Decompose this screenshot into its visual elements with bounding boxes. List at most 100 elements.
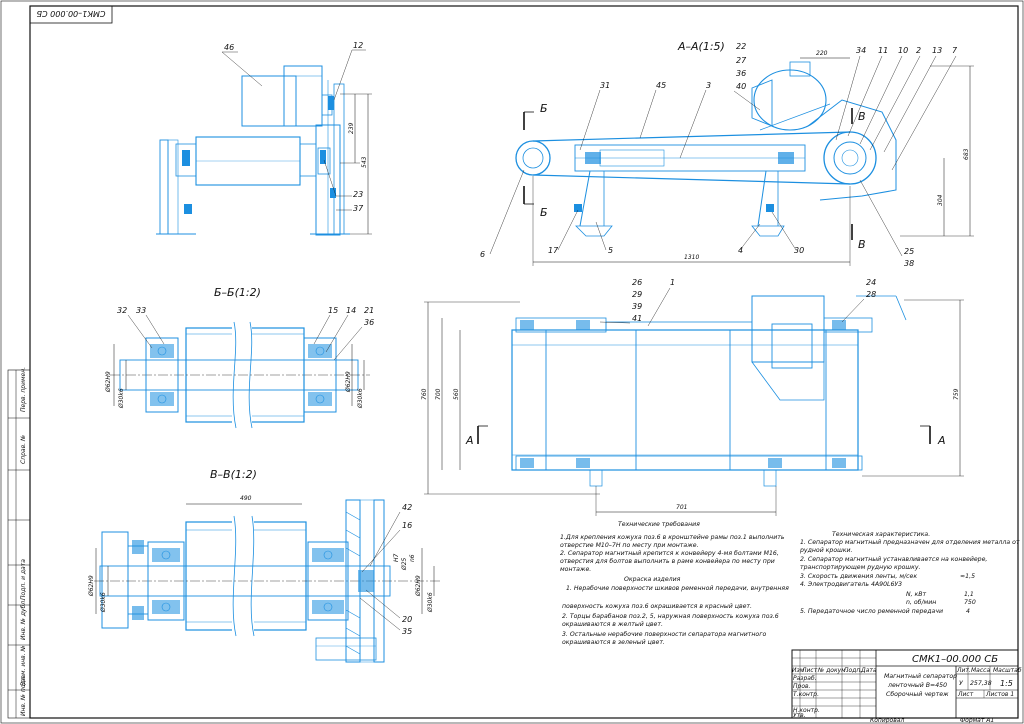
part-label: 46 [224, 43, 234, 52]
part-label: 28 [866, 290, 876, 299]
section-title: А–А(1:5) [677, 40, 725, 53]
part-label: 39 [632, 302, 642, 311]
part-label: 11 [878, 46, 888, 55]
paint-line: окрашиваются в зеленый цвет. [562, 639, 665, 646]
tech-req-line: отверстия для болтов выполнить в раме ко… [560, 557, 775, 565]
paint-title: Окраска изделия [624, 576, 681, 583]
section-title: Б–Б(1:2) [214, 286, 261, 299]
dim-label: 560 [453, 388, 460, 400]
plan-view: А А 760 700 560 759 701 26 29 39 41 1 24… [421, 278, 964, 516]
tech-specs: Техническая характеристика. 1. Сепаратор… [799, 531, 1020, 615]
motor-body [241, 75, 297, 127]
tech-spec-line: транспортирующем рудную крошку. [800, 564, 920, 571]
part-label: 7 [952, 46, 958, 55]
dim-label: 239 [348, 122, 355, 134]
part-label: 31 [600, 81, 610, 90]
section-title: В–В(1:2) [210, 468, 257, 481]
tech-spec-line: 1. Сепаратор магнитный предназначен для … [800, 539, 1020, 546]
tb-name: Магнитный сепаратор [884, 673, 957, 680]
part-label: 35 [402, 627, 412, 636]
tech-req-line: 1.Для крепления кожуха поз.6 в кронштейн… [560, 534, 785, 541]
part-label: 4 [738, 246, 743, 255]
dim-label: Ø62H9 [105, 371, 112, 393]
tech-spec-line: 5. Передаточное число ременной передачи [800, 608, 943, 615]
title-block: Изм Лист № докум. Подп. Дата Разраб. Про… [791, 649, 1022, 719]
paint-line: 2. Торцы барабанов поз.2, 5, наружная по… [562, 612, 779, 620]
margin-label: Перв. примен. [20, 367, 27, 412]
tb-sheet: Лист [957, 691, 974, 698]
part-label: 6 [480, 250, 485, 259]
margin-label: Справ. № [20, 435, 27, 464]
part-label: 15 [328, 306, 338, 315]
part-label: 3 [706, 81, 711, 90]
part-label: 22 [736, 42, 746, 51]
dim-label: 220 [816, 50, 828, 57]
tb-role: Утв. [793, 712, 806, 719]
dim-label: Ø30k6 [100, 592, 107, 613]
part-label: 16 [402, 521, 412, 530]
dim-label: Ø30k6 [357, 388, 364, 409]
tb-row-header: Подп. [844, 667, 862, 674]
part-label: 27 [736, 56, 747, 65]
part-label: 14 [346, 306, 356, 315]
part-label: 41 [632, 314, 642, 323]
part-label: 45 [656, 81, 666, 90]
tech-spec-line: рудной крошки. [799, 547, 853, 554]
part-label: 1 [670, 278, 675, 287]
tb-role: Н.контр. [793, 707, 820, 714]
part-label: 40 [736, 82, 746, 91]
part-label: 32 [117, 306, 127, 315]
margin-strip: Перв. примен. Справ. № Подп. и дата Инв.… [20, 367, 27, 716]
dim-label: 304 [937, 194, 944, 206]
tb-sheets: Листов 1 [985, 691, 1014, 698]
cut-marker: А [937, 434, 946, 447]
cut-marker: Б [540, 102, 548, 115]
rotated-doc-code: СМК1–00.000 СБ [36, 9, 105, 18]
part-label: 36 [736, 69, 746, 78]
paint-line: поверхность кожуха поз.6 окрашивается в … [562, 603, 752, 610]
part-label: 26 [632, 278, 642, 287]
section-bb-view: Б–Б(1:2) Ø62H9 Ø30k6 Ø62H9 Ø30k6 32 33 [105, 286, 374, 429]
tech-spec-line: N, кВт [906, 591, 927, 598]
dim-label: 683 [963, 148, 970, 160]
dim-label: Ø30k6 [427, 592, 434, 613]
part-label: 34 [856, 46, 866, 55]
tech-spec-line: 3. Скорость движения ленты, м/сек [800, 573, 917, 580]
part-label: 37 [353, 204, 364, 213]
tech-req-title: Технические требования [618, 520, 700, 528]
part-label: 10 [898, 46, 908, 55]
tech-spec-line: 4. Электродвигатель 4А90L6У3 [800, 581, 902, 588]
cut-marker: Б [540, 206, 548, 219]
part-label: 12 [353, 41, 363, 50]
dim-label: 700 [435, 388, 442, 400]
tb-role: Т.контр. [793, 691, 819, 698]
tech-requirements: Технические требования 1.Для крепления к… [560, 520, 789, 646]
part-label: 5 [608, 246, 613, 255]
tb-lit: У [959, 680, 964, 687]
part-label: 21 [364, 306, 374, 315]
section-vv-view: В–В(1:2) 490 [88, 468, 440, 663]
dim-label: Ø62H9 [345, 371, 352, 393]
cut-marker: В [858, 238, 866, 251]
tech-spec-value: 750 [964, 599, 976, 606]
margin-label: Инв. № подл. [20, 675, 27, 716]
part-label: 38 [904, 259, 914, 268]
tb-row-header: Дата [860, 667, 877, 674]
footer-format: Формат А1 [960, 717, 994, 724]
tb-scale: 1:5 [1000, 679, 1013, 688]
dim-label: 543 [361, 156, 368, 168]
part-label: 33 [136, 306, 146, 315]
part-label: 17 [548, 246, 559, 255]
dim-label: 760 [421, 388, 428, 400]
side-view: 239 543 46 12 23 37 [156, 41, 372, 236]
section-aa-view: А–А(1:5) Б Б [480, 40, 974, 268]
tb-name: Сборочный чертеж [886, 690, 949, 698]
cut-marker: В [858, 110, 866, 123]
dim-label: 490 [240, 495, 252, 502]
part-label: 2 [916, 46, 921, 55]
tech-spec-value: ≈1,5 [960, 573, 975, 580]
dim-label: 1310 [684, 254, 699, 261]
tech-spec-value: 1,1 [964, 591, 974, 598]
tb-role: Разраб. [793, 675, 817, 682]
